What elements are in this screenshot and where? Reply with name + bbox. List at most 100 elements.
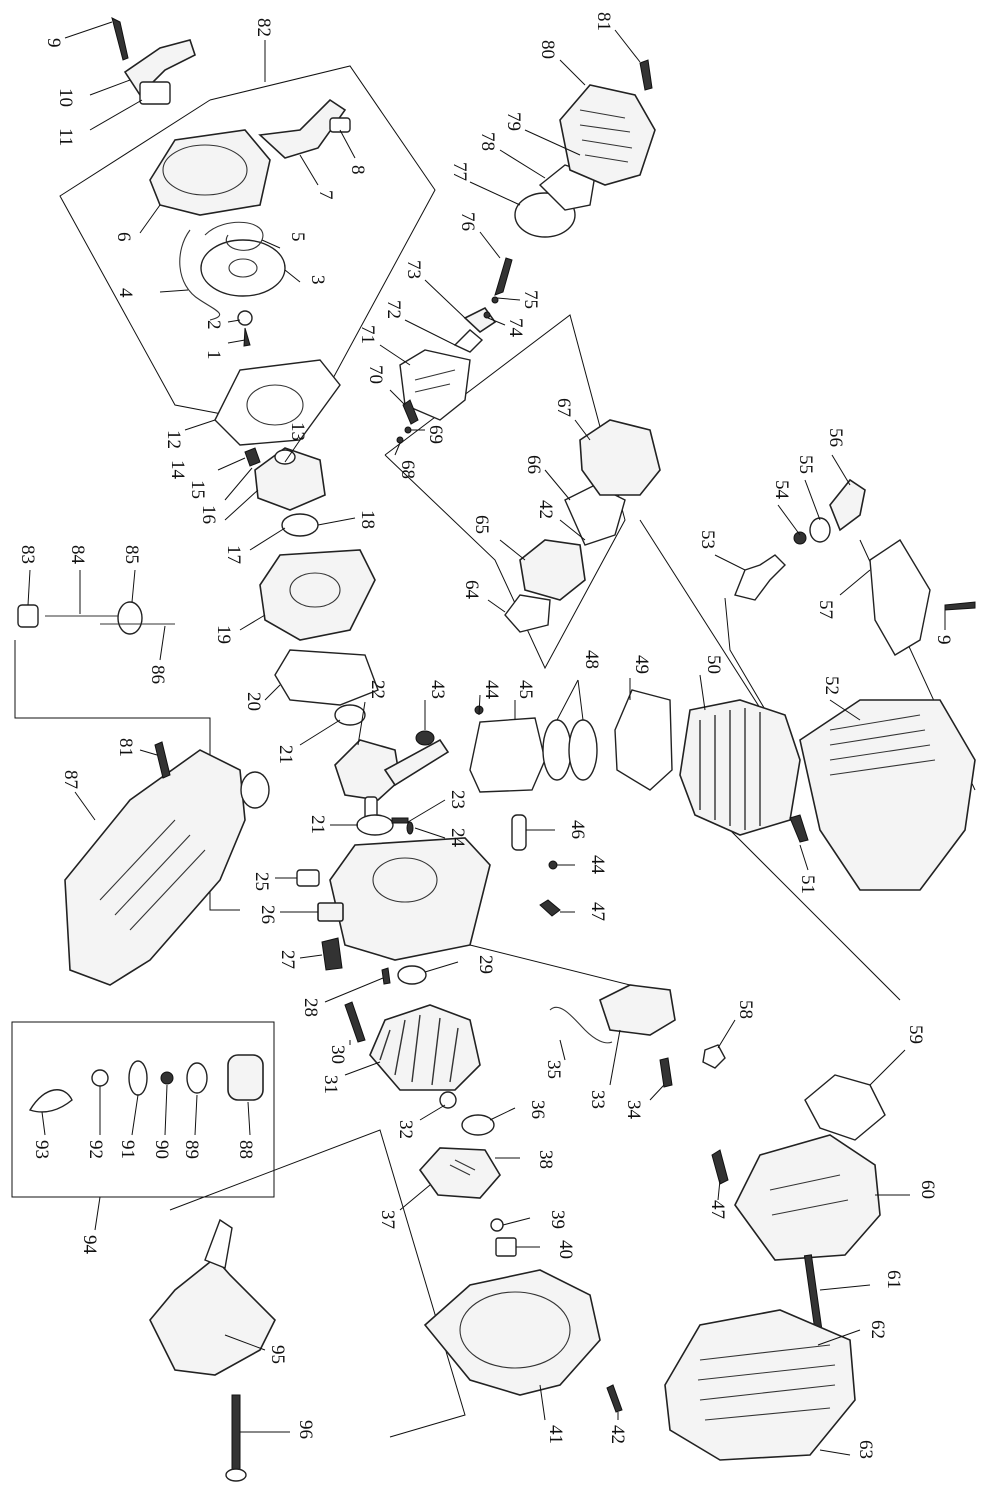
- callout-50: 50: [703, 655, 724, 674]
- callout-23: 23: [447, 790, 468, 809]
- leader-16: [224, 489, 259, 521]
- leader-58: [717, 1019, 736, 1049]
- muffler-gasket-59: [804, 1074, 886, 1141]
- crankcase-half-bore: [289, 572, 341, 608]
- leader-10: [89, 79, 131, 96]
- callout-73: 73: [403, 260, 424, 279]
- leader-19: [239, 614, 266, 631]
- shroud-cover-57: [869, 539, 931, 656]
- muffler-body-60: [734, 1134, 881, 1261]
- bearing-21-upper: [334, 704, 366, 726]
- leader-42a: [559, 519, 586, 541]
- cylinder-shroud: [799, 699, 976, 891]
- leader-48a: [556, 679, 579, 721]
- carburetor: [579, 419, 661, 496]
- leader-33: [609, 1029, 621, 1086]
- crankcase-cover: [254, 447, 326, 511]
- callout-92: 92: [85, 1140, 106, 1159]
- callout-66: 66: [523, 455, 544, 474]
- crankcase-cover-assembly: [244, 447, 379, 726]
- callout-45: 45: [515, 680, 536, 699]
- callout-67: 67: [553, 398, 574, 417]
- leader-70: [389, 389, 406, 406]
- starter-washer: [237, 310, 253, 326]
- leader-37: [399, 1184, 431, 1211]
- leader-47b: [717, 1179, 721, 1201]
- callout-61: 61: [883, 1270, 904, 1289]
- grommet-85: [117, 601, 143, 635]
- callout-89: 89: [181, 1140, 202, 1159]
- leader-90: [164, 1084, 168, 1136]
- callout-71: 71: [357, 325, 378, 344]
- leader-75: [496, 297, 521, 301]
- clutch-drum-group-box: [11, 1021, 275, 1198]
- leader-11: [89, 99, 143, 131]
- callout-34: 34: [623, 1100, 644, 1120]
- callout-41: 41: [545, 1425, 566, 1444]
- screw-42-housing: [606, 1384, 623, 1413]
- callout-81b: 81: [115, 738, 136, 757]
- leader-17: [249, 527, 286, 551]
- callout-5: 5: [287, 232, 308, 242]
- callout-7: 7: [315, 190, 336, 200]
- piston-cylinder-assembly: [391, 689, 809, 870]
- ignition-assembly: [549, 984, 726, 1088]
- piston-ring-upper: [542, 719, 572, 781]
- nut-90: [160, 1071, 174, 1085]
- callout-27: 27: [277, 950, 298, 969]
- leader-2: [227, 319, 241, 323]
- bracket-block: [139, 81, 171, 105]
- impulse-valve: [296, 869, 320, 887]
- leader-14: [217, 457, 246, 471]
- starter-gasket-hole: [246, 384, 304, 426]
- screw-81-cover: [639, 59, 653, 91]
- handle-bracket-assembly: [149, 1218, 276, 1482]
- callout-13: 13: [287, 422, 308, 441]
- callout-65: 65: [471, 515, 492, 534]
- leader-44a: [478, 694, 481, 716]
- cylinder-gasket: [614, 689, 673, 791]
- air-filter-cover-vents: [579, 109, 633, 163]
- clutch-shoe: [418, 1147, 501, 1199]
- starter-pulley-hub: [228, 258, 258, 278]
- cylinder-fins: [699, 708, 761, 830]
- leader-39: [502, 1217, 531, 1226]
- callout-15: 15: [187, 480, 208, 499]
- choke-plate-72: [453, 329, 484, 353]
- spark-plug-nut-54: [793, 531, 807, 545]
- starter-pulley: [200, 239, 286, 297]
- callout-33: 33: [587, 1090, 608, 1109]
- leader-20: [264, 684, 281, 701]
- fuel-tank-assembly: [17, 601, 270, 986]
- callout-43: 43: [427, 680, 448, 699]
- fuel-cap: [240, 771, 270, 809]
- callout-25: 25: [251, 872, 272, 891]
- callout-79: 79: [503, 112, 524, 131]
- callout-42a: 42: [535, 500, 556, 519]
- callout-74: 74: [505, 318, 526, 338]
- callout-69: 69: [425, 425, 446, 444]
- screw-76: [494, 257, 513, 296]
- recoil-starter-assembly: [111, 17, 351, 446]
- callout-17: 17: [223, 545, 244, 564]
- spring-75: [491, 296, 499, 304]
- callout-85: 85: [121, 545, 142, 564]
- engine-block-assembly: [296, 837, 561, 985]
- ring-68: [396, 436, 404, 444]
- leader-24: [414, 827, 446, 839]
- callout-56: 56: [825, 428, 846, 447]
- callout-93: 93: [31, 1140, 52, 1159]
- leader-23: [407, 799, 446, 823]
- leader-6: [139, 204, 161, 234]
- callout-40: 40: [555, 1240, 576, 1259]
- leader-15: [224, 467, 253, 501]
- ignition-connector-line: [469, 944, 651, 991]
- leader-4: [159, 289, 189, 293]
- callout-14: 14: [167, 460, 188, 480]
- spark-ring-55: [809, 517, 831, 543]
- callout-63: 63: [855, 1440, 876, 1459]
- leader-8: [339, 129, 356, 159]
- callout-16: 16: [198, 505, 219, 524]
- filter-plate-78: [538, 164, 596, 211]
- leader-51: [799, 844, 809, 871]
